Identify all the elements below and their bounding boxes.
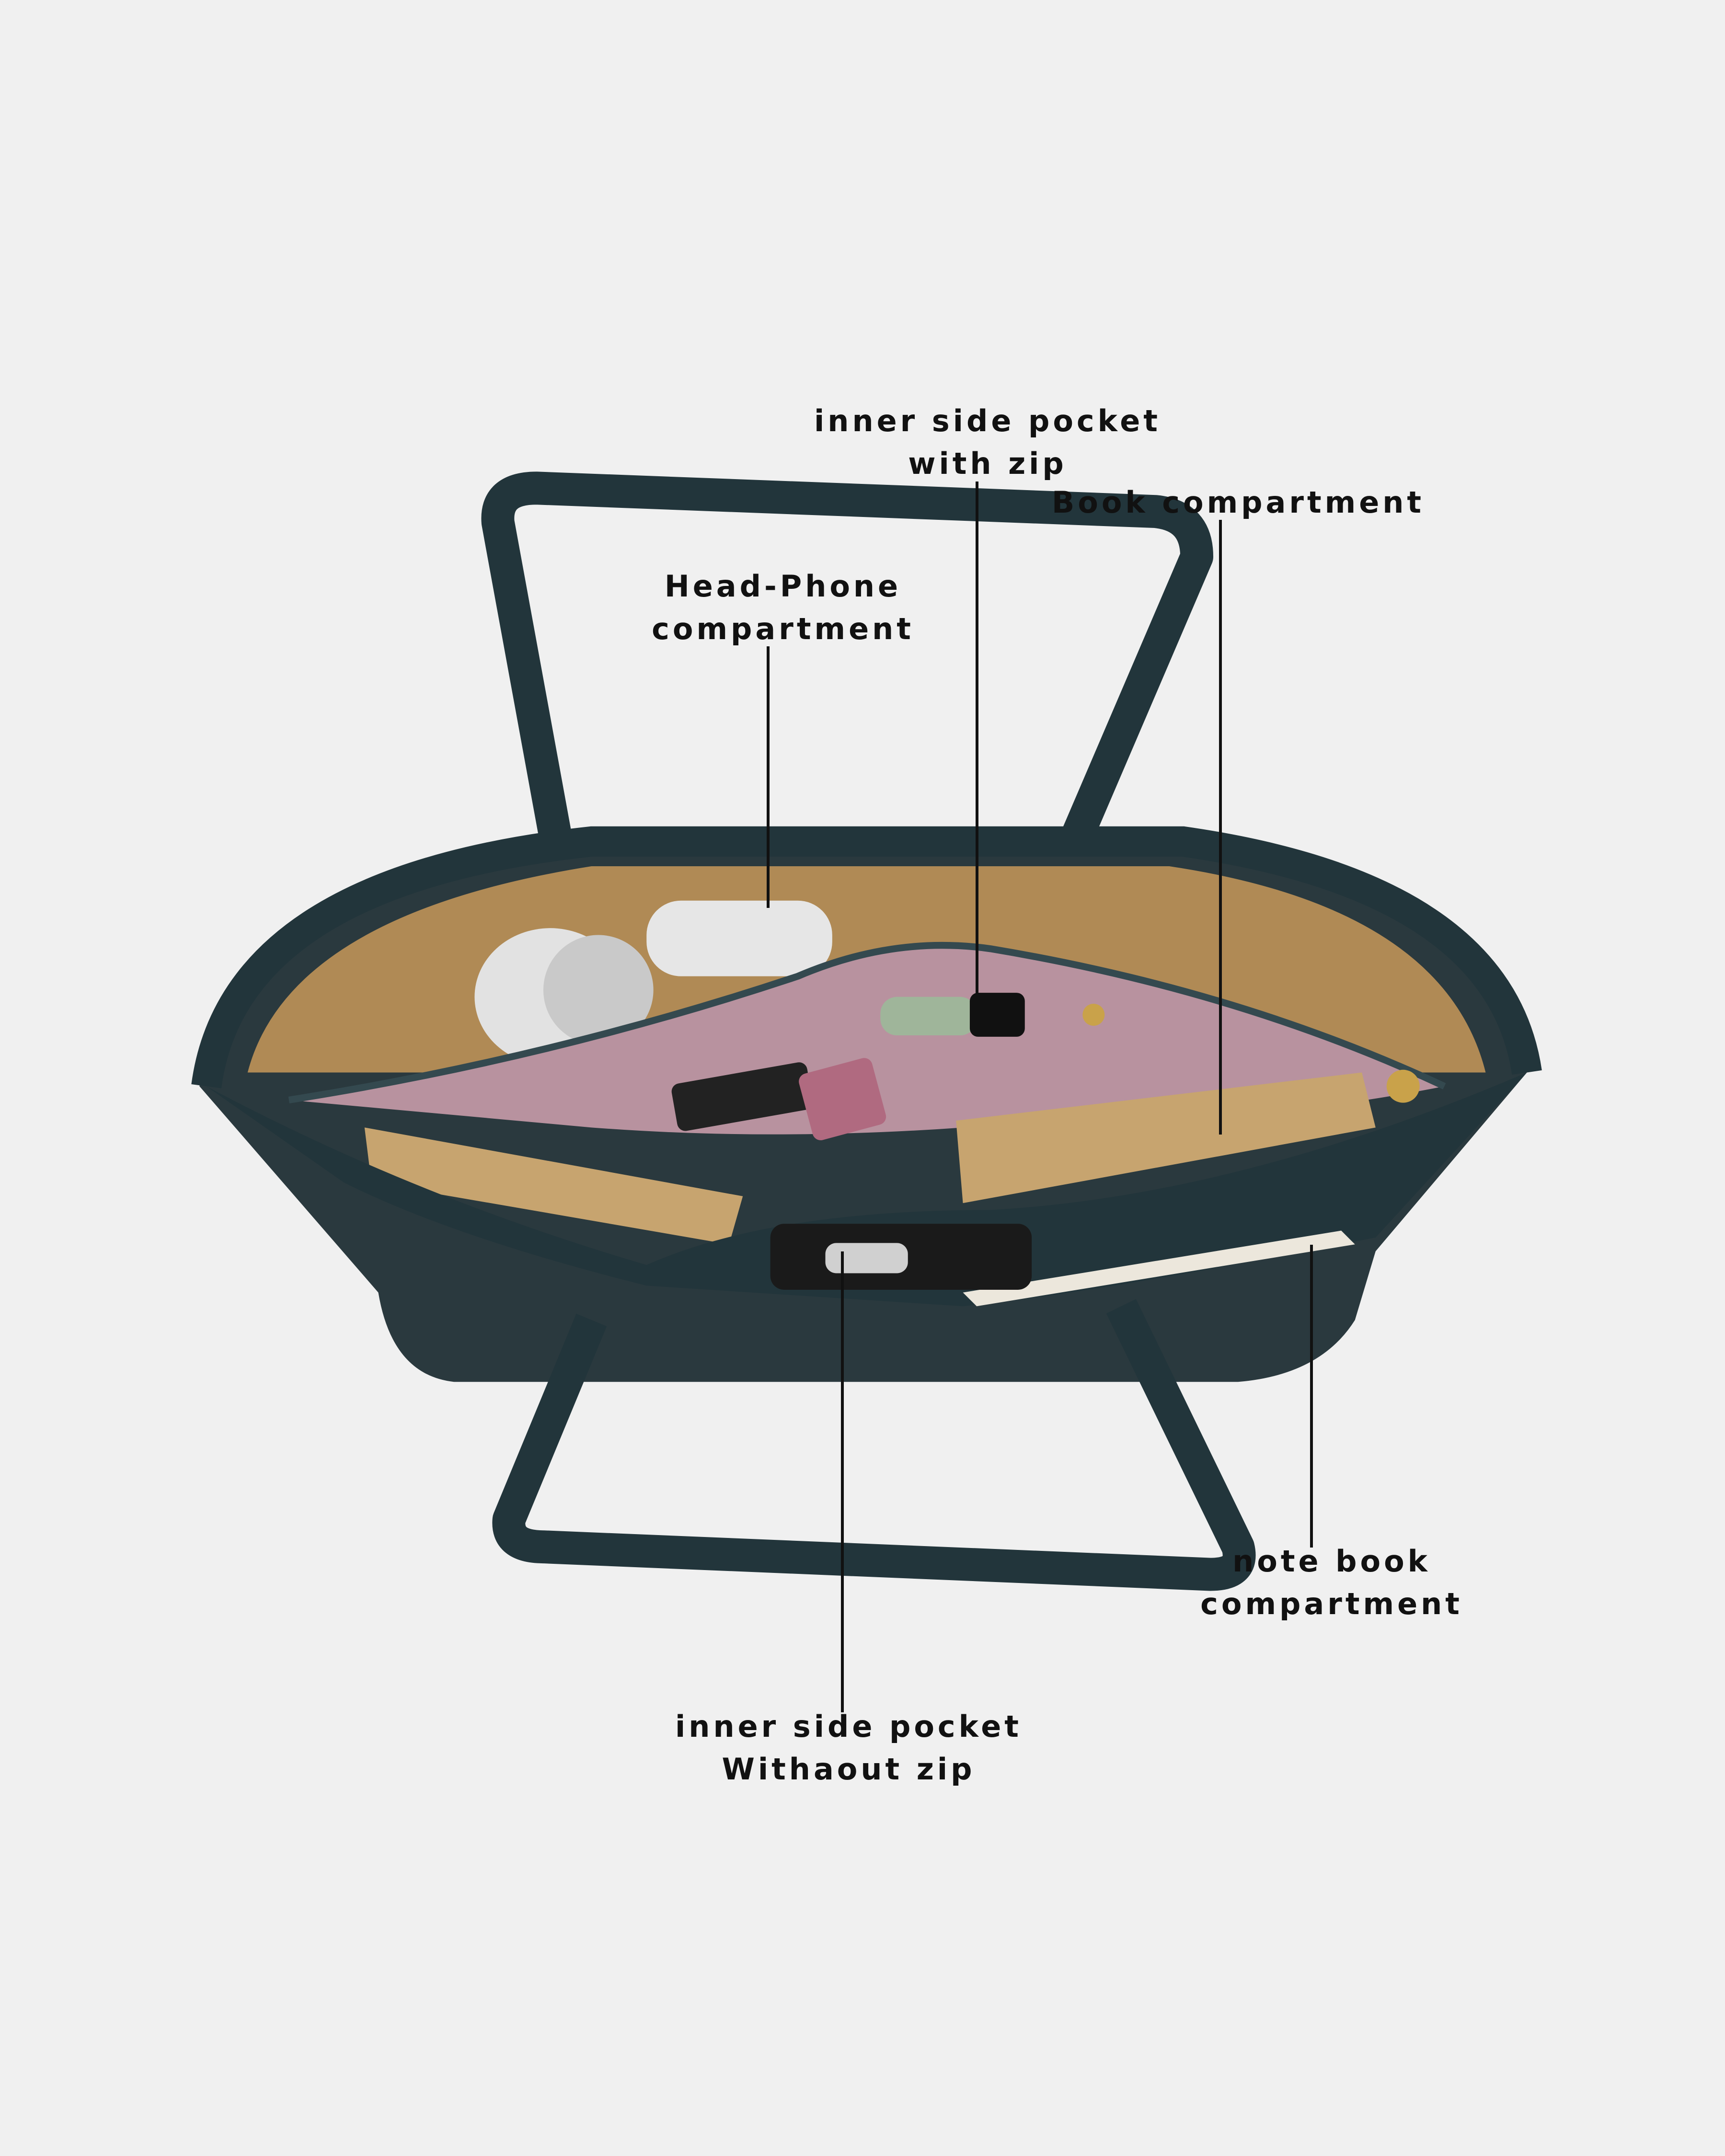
- label-line: inner side pocket: [814, 403, 1161, 438]
- leader-line-book: [1219, 520, 1222, 1135]
- label-inner-side-pocket-without-zip: inner side pocket Withaout zip: [675, 1705, 1022, 1790]
- bag-rim: [191, 826, 1542, 1089]
- label-headphone-compartment: Head-Phone compartment: [652, 565, 914, 650]
- book-right: [956, 1072, 1376, 1204]
- label-line: Book compartment: [1051, 485, 1425, 520]
- label-line: compartment: [1200, 1586, 1463, 1621]
- label-line: note book: [1232, 1544, 1431, 1579]
- label-book-compartment: Book compartment: [1052, 481, 1425, 524]
- label-line: Head-Phone: [664, 569, 902, 604]
- book-left: [364, 1127, 743, 1245]
- label-notebook-compartment: note book compartment: [1200, 1540, 1463, 1625]
- leader-line-open-pocket: [841, 1251, 844, 1712]
- leader-line-notebook: [1310, 1245, 1313, 1548]
- label-line: inner side pocket: [675, 1709, 1022, 1744]
- zip-pocket: [288, 945, 1445, 1135]
- label-line: with zip: [908, 446, 1067, 481]
- back-handle: [481, 471, 1214, 852]
- front-pocket: [206, 1072, 1527, 1307]
- label-line: compartment: [652, 611, 914, 646]
- label-line: Withaout zip: [722, 1752, 976, 1787]
- zipper-pull: [1386, 1069, 1420, 1103]
- front-handle: [492, 1299, 1256, 1591]
- leader-line-headphone: [767, 646, 770, 908]
- leader-line-inner-zip-pocket: [976, 482, 978, 1011]
- label-inner-side-pocket-with-zip: inner side pocket with zip: [814, 400, 1161, 485]
- notebook: [963, 1230, 1355, 1307]
- lipstick: [671, 1062, 813, 1131]
